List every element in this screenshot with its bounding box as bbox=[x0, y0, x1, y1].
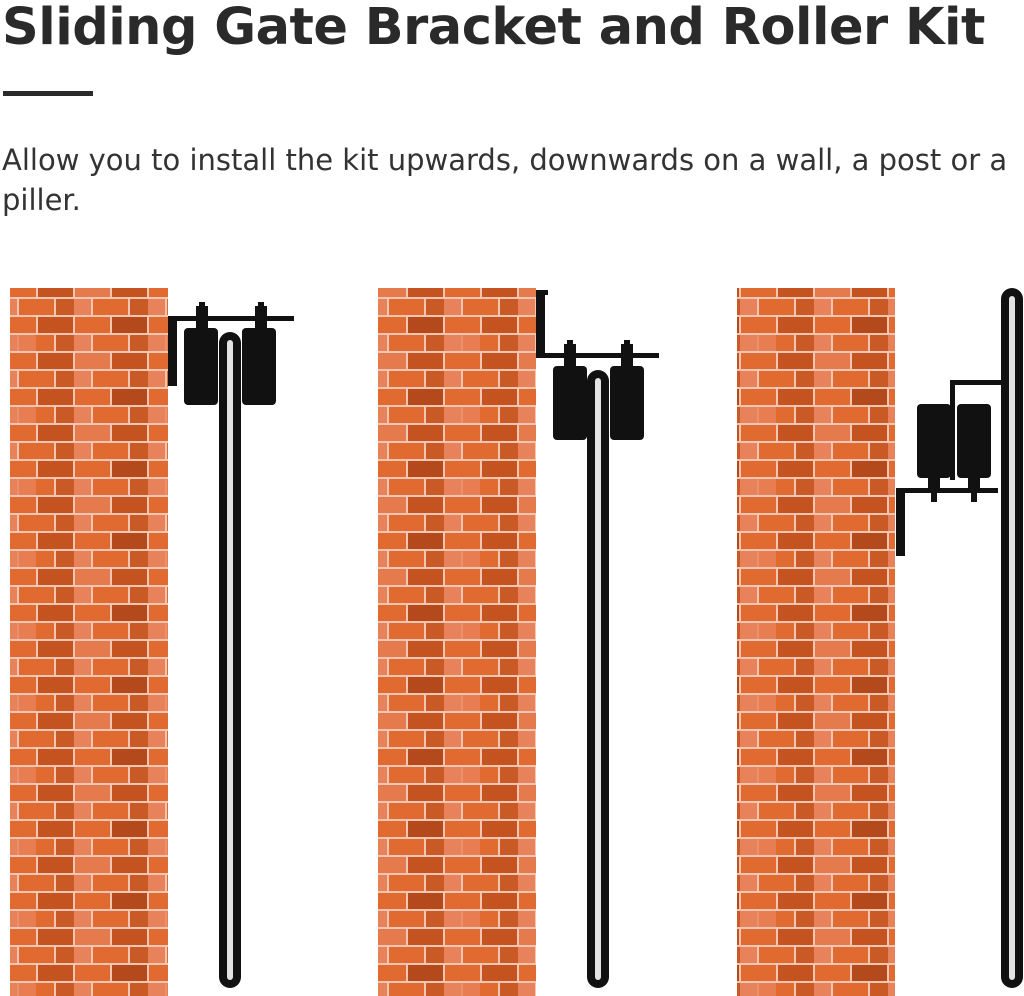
brick-wall-3 bbox=[737, 288, 895, 996]
top-mount-illustration bbox=[10, 288, 294, 996]
bracket-3 bbox=[896, 488, 998, 556]
bracket-1 bbox=[168, 316, 294, 386]
brick-wall-1 bbox=[10, 288, 168, 996]
top-frame-3 bbox=[950, 380, 1002, 480]
gate-rail-2 bbox=[587, 370, 609, 988]
bracket-2 bbox=[536, 290, 659, 358]
gate-rail-3 bbox=[1001, 288, 1023, 988]
page-title: Sliding Gate Bracket and Roller Kit bbox=[2, 0, 985, 57]
brick-wall-2 bbox=[378, 288, 536, 996]
underside-mount-illustration bbox=[737, 288, 1023, 996]
installation-illustrations bbox=[0, 280, 1024, 996]
gate-rail-1 bbox=[219, 332, 241, 988]
kit-description: Allow you to install the kit upwards, do… bbox=[2, 143, 1008, 217]
drop-mount-illustration bbox=[378, 288, 659, 996]
roller-pair-2 bbox=[553, 340, 644, 440]
title-underline bbox=[3, 91, 93, 96]
roller-pair-3 bbox=[917, 404, 991, 502]
roller-pair-1 bbox=[184, 302, 276, 405]
